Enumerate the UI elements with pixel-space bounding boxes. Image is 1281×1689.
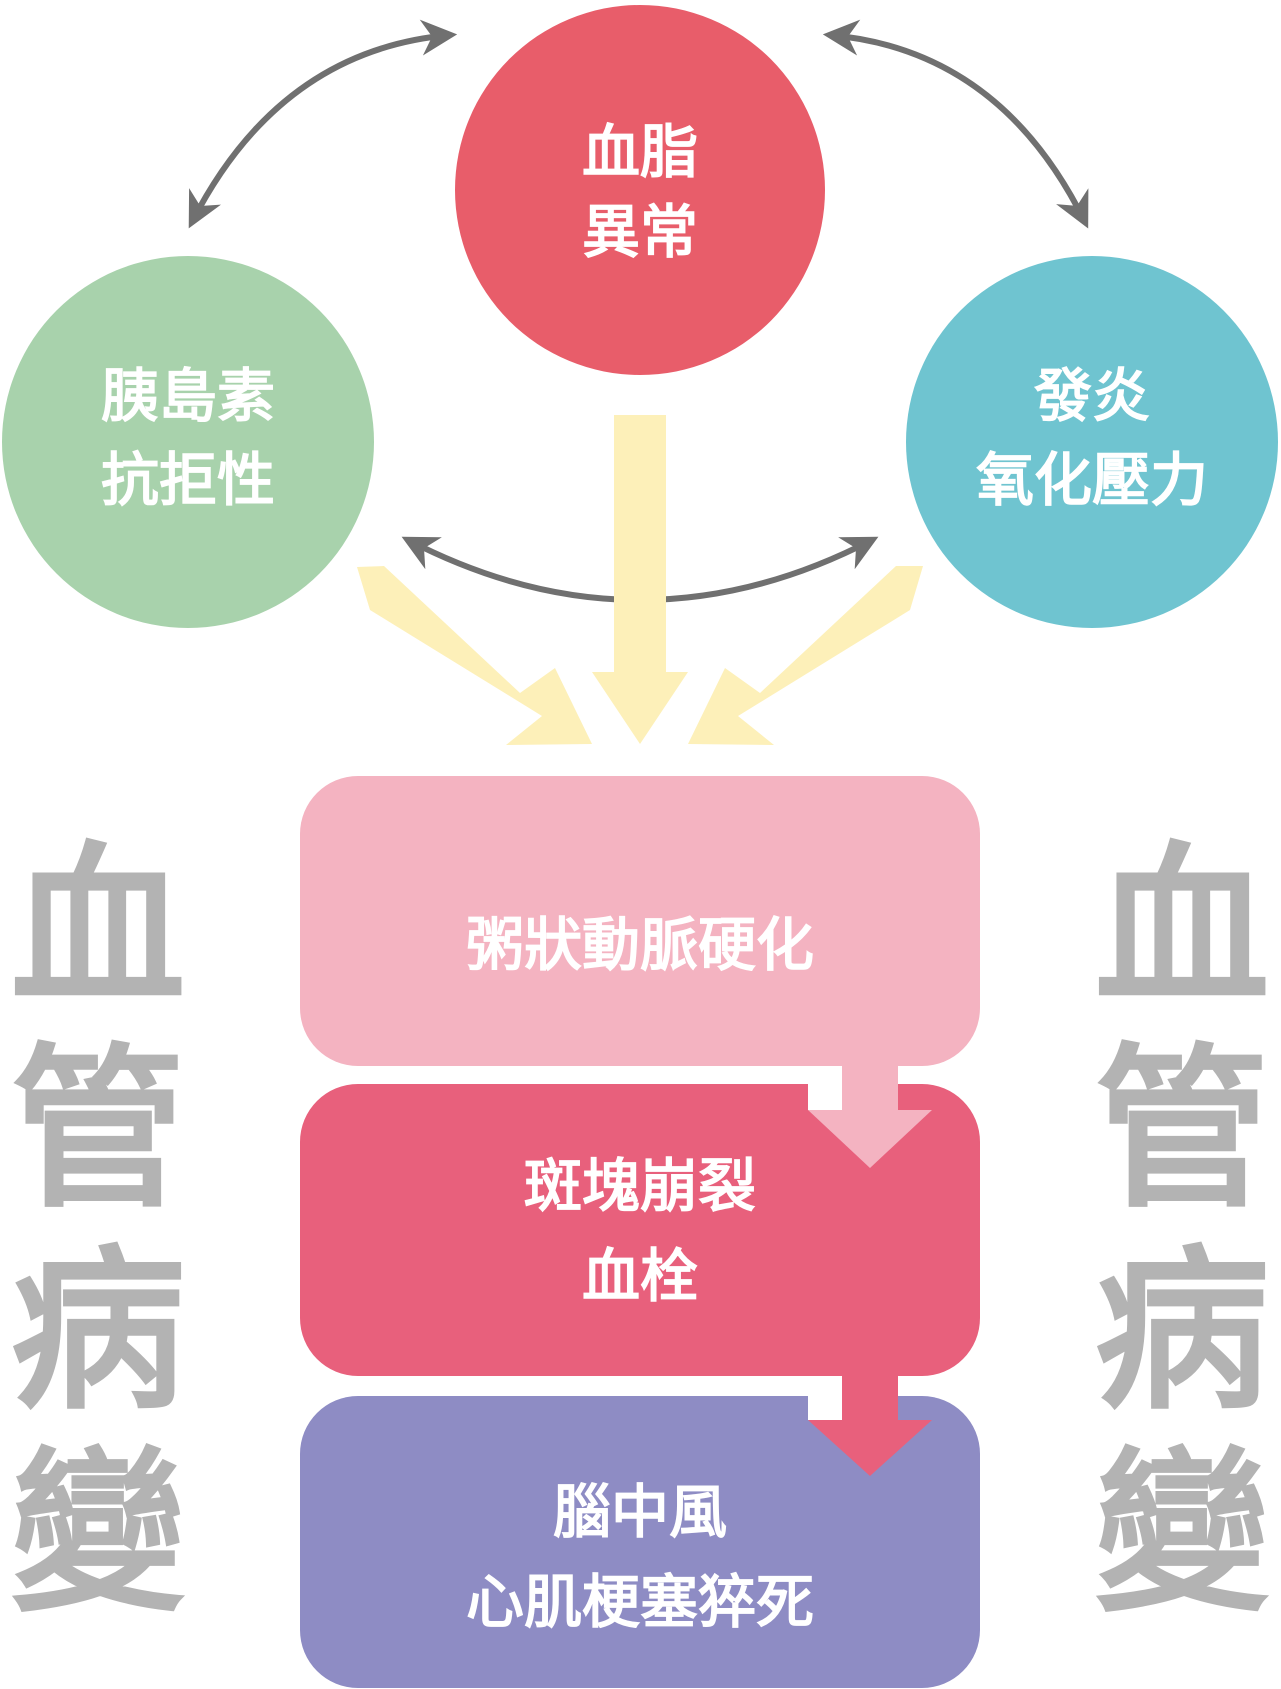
box-stroke-infarction: 腦中風 心肌梗塞猝死 <box>300 1396 980 1688</box>
box-stroke-shape <box>300 1396 980 1688</box>
box-plaque-rupture: 斑塊崩裂 血栓 <box>300 1084 980 1376</box>
box-stroke-line1: 腦中風 <box>553 1478 727 1546</box>
side-label-left: 血 管 病 變 <box>11 827 186 1636</box>
side-right-char-1: 血 <box>1095 827 1270 1030</box>
side-right-char-2: 管 <box>1095 1029 1270 1232</box>
circle-inflammation: 發炎 氧化壓力 <box>906 256 1278 628</box>
side-left-char-3: 病 <box>11 1231 186 1434</box>
yellow-arrow-center <box>592 415 688 744</box>
side-left-char-2: 管 <box>11 1029 186 1232</box>
box-atherosclerosis: 粥狀動脈硬化 <box>300 776 980 1066</box>
circle-insulin-shape <box>2 256 374 628</box>
connector-overlay-top <box>808 1084 932 1168</box>
side-left-char-1: 血 <box>11 827 186 1030</box>
box-plaque-line2: 血栓 <box>582 1242 698 1310</box>
box-stroke-line2: 心肌梗塞猝死 <box>466 1568 814 1636</box>
box-plaque-line1: 斑塊崩裂 <box>524 1152 756 1220</box>
side-label-right: 血 管 病 變 <box>1095 827 1270 1636</box>
circle-dyslipidemia-line2: 異常 <box>582 198 698 266</box>
circle-insulin-line2: 抗拒性 <box>101 446 275 514</box>
side-left-char-4: 變 <box>11 1433 186 1636</box>
circle-dyslipidemia-shape <box>455 5 825 375</box>
connector-overlay-bottom <box>808 1396 932 1476</box>
box-plaque-shape <box>300 1084 980 1376</box>
circle-insulin-line1: 胰島素 <box>101 362 275 430</box>
side-right-char-3: 病 <box>1095 1231 1270 1434</box>
arrow-top-left <box>188 19 458 229</box>
side-right-char-4: 變 <box>1095 1433 1270 1636</box>
arrow-top-right <box>822 19 1089 229</box>
circle-inflammation-shape <box>906 256 1278 628</box>
box-athero-line1: 粥狀動脈硬化 <box>466 911 814 979</box>
circle-dyslipidemia: 血脂 異常 <box>455 5 825 375</box>
circle-dyslipidemia-line1: 血脂 <box>582 118 698 186</box>
box-athero-shape <box>300 776 980 1066</box>
circle-inflammation-line2: 氧化壓力 <box>976 446 1208 514</box>
yellow-arrow-left <box>357 566 592 745</box>
circle-inflammation-line1: 發炎 <box>1033 362 1150 430</box>
circle-insulin-resistance: 胰島素 抗拒性 <box>2 256 374 628</box>
yellow-arrow-right <box>688 566 923 745</box>
